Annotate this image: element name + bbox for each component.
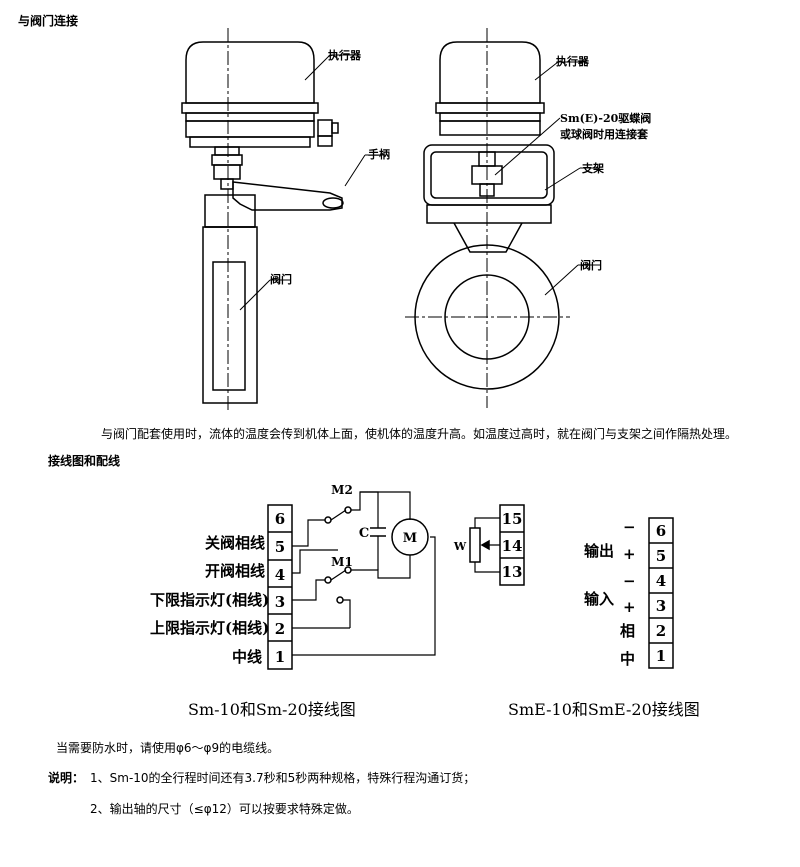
minus-sign-4: − [623,572,636,590]
terminal-left-2: 2 [275,620,285,638]
terminal-block-right [648,517,674,669]
terminal-right-5: 5 [656,547,666,565]
label-neutral: 中线 [232,648,263,666]
plus-sign-3: + [623,598,636,616]
neutral-label: 中 [620,650,636,668]
terminal-left-1: 1 [275,648,285,666]
label-upper-limit: 上限指示灯(相线) [150,619,270,637]
terminal-right-3: 3 [656,597,666,615]
label-open-phase: 开阀相线 [205,562,266,580]
terminal-right-4: 4 [656,572,666,590]
terminal-right-6: 6 [656,522,666,540]
terminal-left-4: 4 [275,566,285,584]
terminal-pot-14: 14 [502,537,523,555]
potentiometer-label: W [453,540,467,553]
terminal-left-3: 3 [275,593,285,611]
terminal-right-1: 1 [656,647,666,665]
note-label: 说明： [48,771,85,785]
valve-note: 与阀门配套使用时，流体的温度会传到机体上面，使机体的温度升高。如温度过高时，就在… [101,427,738,441]
terminal-left-6: 6 [275,510,285,528]
label-close-phase: 关阀相线 [205,534,266,552]
plus-sign-5: + [623,545,636,563]
motor-label: M [403,531,417,546]
right-wiring-caption: SmE-10和SmE-20接线图 [508,700,700,719]
motor-symbol [391,518,429,556]
minus-sign-6: − [623,518,636,536]
valve-section-heading: 与阀门连接 [18,14,79,28]
potentiometer-symbol [469,527,481,563]
phase-label: 相 [620,622,636,640]
input-label: 输入 [584,590,615,608]
switch-m1-label: M1 [331,555,353,569]
terminal-pot-13: 13 [502,563,523,581]
label-lower-limit: 下限指示灯(相线) [150,591,270,609]
terminal-block-left [267,504,293,670]
output-label: 输出 [584,542,615,560]
adapter-label-line2: 或球阀时用连接套 [560,128,648,141]
terminal-left-5: 5 [275,538,285,556]
waterproof-note: 当需要防水时，请使用φ6～φ9的电缆线。 [56,741,280,755]
adapter-label-line1: Sm(E)-20驱蝶阀 [560,112,652,125]
left-actuator-drawing [181,41,344,404]
capacitor-label: C [359,526,369,541]
terminal-pot-15: 15 [502,510,523,528]
note-2: 2、输出轴的尺寸（≤φ12）可以按要求特殊定做。 [90,802,359,816]
note-1: 1、Sm-10的全行程时间还有3.7秒和5秒两种规格，特殊行程沟通订货； [90,771,476,785]
switch-m2-label: M2 [331,483,353,497]
wiring-section-heading: 接线图和配线 [48,454,121,468]
left-wiring-caption: Sm-10和Sm-20接线图 [188,700,356,719]
terminal-right-2: 2 [656,622,666,640]
